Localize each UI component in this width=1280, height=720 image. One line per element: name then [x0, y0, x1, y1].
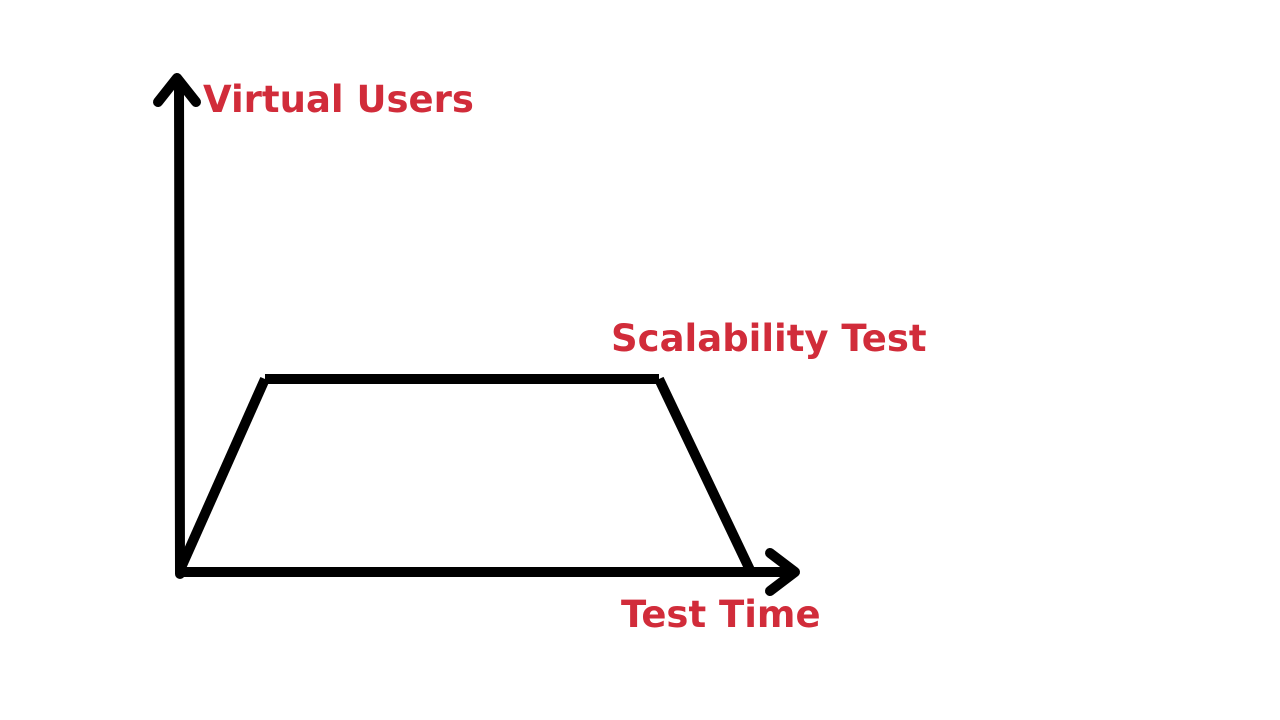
y-axis-line: [174, 77, 185, 579]
curve-label: Scalability Test: [611, 317, 927, 360]
y-axis-label: Virtual Users: [203, 78, 474, 121]
ramp-up-line: [175, 376, 270, 573]
x-axis-arrowhead: [765, 548, 800, 596]
x-axis-label: Test Time: [621, 593, 821, 636]
y-axis-arrowhead: [153, 73, 201, 107]
ramp-down-line: [654, 376, 755, 573]
